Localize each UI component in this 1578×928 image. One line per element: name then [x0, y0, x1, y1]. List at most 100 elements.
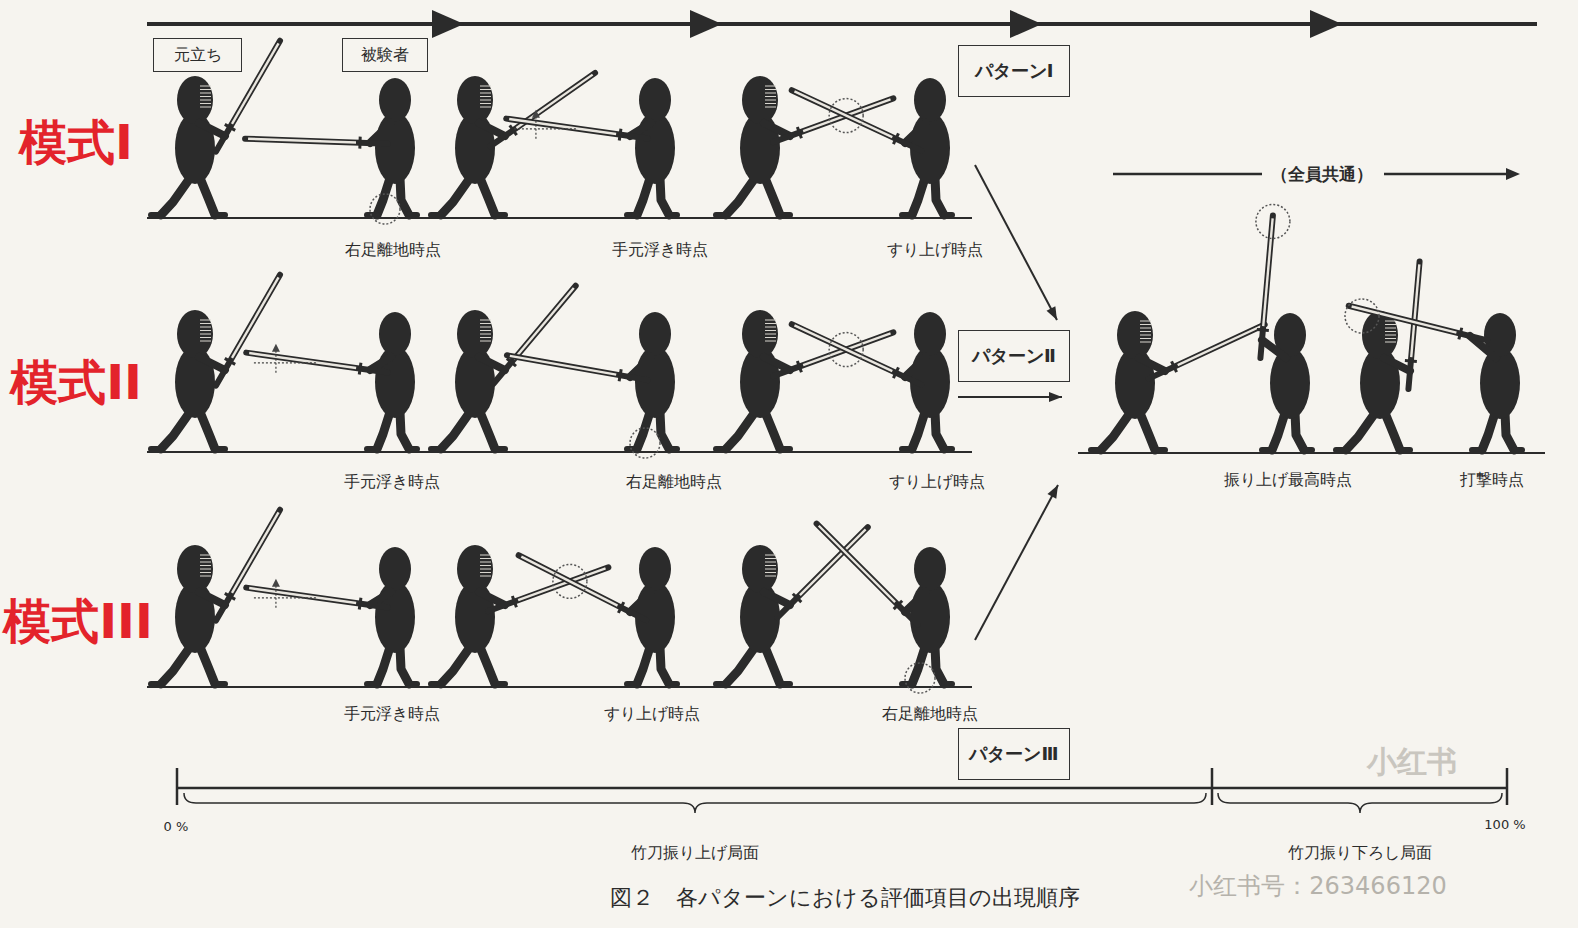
leg — [765, 178, 780, 215]
tsuba — [359, 363, 361, 375]
role-label-box: 元立ち — [153, 38, 242, 72]
motodachi-figure — [151, 275, 280, 449]
event-label: 振り上げ最高時点 — [1224, 470, 1352, 489]
scale-tick — [1211, 768, 1214, 805]
subject-figure — [817, 524, 952, 684]
head — [639, 78, 671, 122]
men-grille — [1140, 342, 1151, 343]
leg — [912, 412, 925, 449]
leg — [637, 647, 650, 684]
lift-arrowhead — [272, 579, 280, 587]
foot — [780, 212, 790, 218]
torso — [375, 112, 415, 184]
men-grille — [200, 323, 211, 324]
foot — [669, 212, 677, 218]
curly-brace — [184, 793, 1206, 813]
foot — [1472, 447, 1482, 453]
foot — [367, 446, 377, 452]
highlight-circle — [829, 333, 863, 367]
men-grille — [765, 320, 776, 321]
men-grille — [480, 100, 491, 101]
tsuba — [510, 125, 517, 135]
node-text: パターンⅠ — [975, 59, 1054, 83]
tsuba — [358, 137, 361, 149]
men-grille — [200, 562, 211, 563]
leg — [1482, 413, 1495, 450]
leg — [637, 412, 650, 449]
men-grille — [480, 572, 491, 573]
tsuba — [512, 596, 516, 607]
men-grille — [1385, 324, 1396, 325]
tsuba — [225, 358, 235, 364]
shinai-core — [1352, 306, 1457, 332]
foot — [780, 446, 790, 452]
men-grille — [480, 555, 491, 556]
men-grille — [480, 562, 491, 563]
leg — [480, 178, 495, 215]
node-text: パターンⅡ — [972, 344, 1056, 368]
shinai-core — [1411, 264, 1419, 357]
leg — [660, 647, 669, 684]
event-label: 手元浮き時点 — [344, 704, 440, 723]
head — [914, 78, 946, 122]
tsuba — [793, 594, 801, 602]
head-men — [177, 76, 213, 124]
leg — [726, 412, 755, 449]
event-label: 右足離地時点 — [882, 704, 978, 723]
shinai-core — [510, 356, 616, 375]
men-grille — [1140, 338, 1151, 339]
shinai — [773, 98, 893, 142]
foot — [431, 212, 441, 218]
leg — [200, 412, 215, 449]
men-grille — [765, 569, 776, 570]
arm — [1262, 340, 1286, 358]
leg — [765, 647, 780, 684]
shinai — [216, 510, 280, 621]
foot — [151, 446, 161, 452]
shinai-core — [249, 353, 356, 368]
shinai-core — [794, 325, 892, 371]
ground-line — [147, 451, 972, 453]
men-grille — [1140, 328, 1151, 329]
curly-brace — [1218, 793, 1502, 813]
men-grille — [480, 576, 491, 577]
figure-caption: 図２ 各パターンにおける評価項目の出現順序 — [610, 885, 1080, 911]
men-grille — [200, 334, 211, 335]
flow-arrow — [975, 165, 1057, 320]
head — [914, 312, 946, 356]
flow-arrowhead — [1047, 485, 1058, 499]
scale-tick — [1506, 768, 1509, 805]
shinai — [792, 90, 922, 150]
leg — [441, 647, 470, 684]
men-grille — [765, 337, 776, 338]
foot — [1262, 447, 1272, 453]
pattern-mode-label: 模式II — [10, 354, 142, 412]
arm — [764, 357, 790, 370]
highlight-circle — [370, 194, 400, 224]
foot — [151, 212, 161, 218]
lift-baseline — [254, 362, 316, 363]
head-men — [742, 545, 778, 593]
flow-arrow — [958, 396, 1062, 398]
tsuba — [1257, 330, 1269, 331]
pattern-box: パターンⅢ — [958, 728, 1070, 780]
arm — [905, 592, 926, 612]
leg — [1385, 413, 1400, 450]
shinai — [507, 355, 648, 380]
tsuba — [797, 361, 801, 372]
tsuba — [359, 598, 361, 610]
highlight-circle — [1345, 299, 1379, 333]
common-label: （全員共通） — [1271, 164, 1373, 184]
leg — [726, 647, 755, 684]
head-men — [457, 545, 493, 593]
foot — [1400, 447, 1410, 453]
scale-label: 0 % — [164, 819, 189, 835]
arm — [199, 592, 225, 605]
head-men — [1117, 311, 1153, 359]
leg — [726, 178, 755, 215]
tsuba — [1405, 361, 1417, 362]
tsuba — [618, 602, 623, 613]
subject-figure — [246, 312, 417, 449]
leg — [200, 647, 215, 684]
shinai-core — [1178, 326, 1262, 365]
